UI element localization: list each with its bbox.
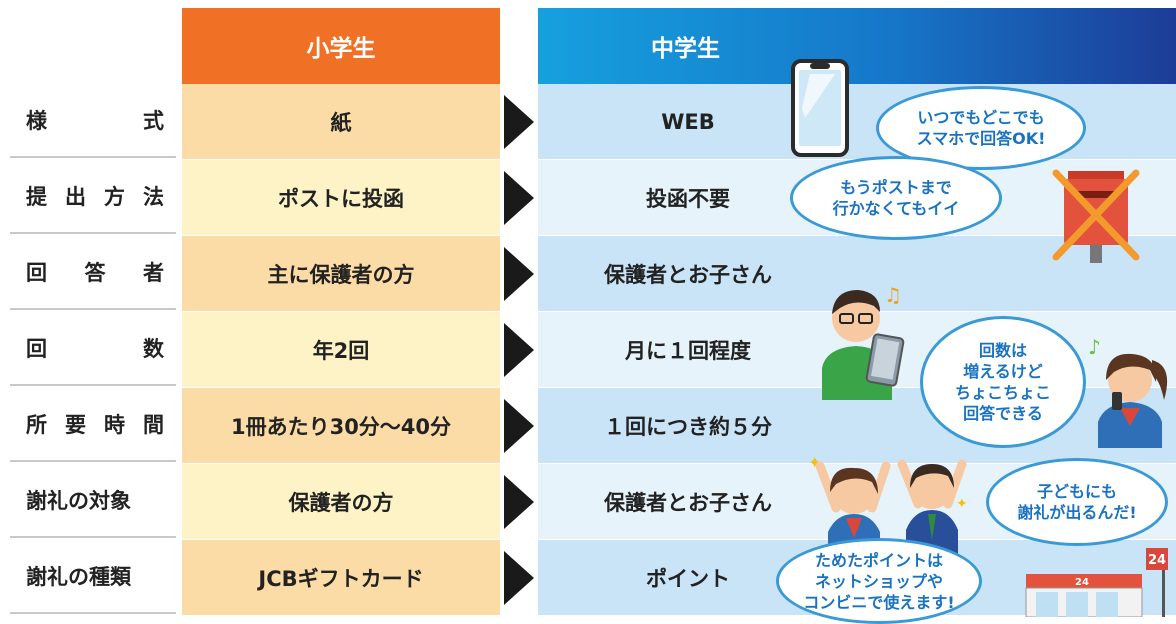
bubble-count: 回数は増えるけどちょこちょこ回答できる: [920, 316, 1086, 448]
bubble-line: 回答できる: [963, 404, 1043, 423]
junior-high-cell-text: 保護者とお子さん: [604, 262, 772, 287]
row-label-part: 謝礼の対象: [26, 489, 131, 513]
junior-high-cell-text: ポイント: [646, 566, 730, 591]
bubble-line: ちょこちょこ: [954, 383, 1051, 402]
junior-high-cell-text: WEB: [661, 109, 715, 134]
junior-high-cell-text: 投函不要: [646, 186, 730, 211]
row-label: 謝礼の種類: [10, 540, 176, 614]
header-junior-high: 中学生: [538, 8, 1176, 84]
elementary-cell: 紙: [182, 84, 500, 159]
row-label-part: 様: [26, 109, 47, 133]
store-sign-text: 24: [1148, 553, 1166, 568]
cheering-kids-illustration: ✦ ✦: [808, 453, 968, 560]
arrow-right-icon: [504, 399, 534, 453]
arrow-right-icon: [504, 95, 534, 149]
bubble-line: 子どもにも: [1036, 482, 1117, 501]
bubble-line: 増えるけど: [963, 362, 1043, 381]
bubble-line: スマホで回答OK!: [916, 129, 1046, 148]
bubble-line: コンビニで使えます!: [803, 592, 955, 612]
elementary-cell: 主に保護者の方: [182, 236, 500, 311]
row-label: 所要時間: [10, 388, 176, 462]
elementary-cell: ポストに投函: [182, 160, 500, 235]
girl-with-phone-illustration: ♪: [1088, 335, 1168, 448]
bubble-post: もうポストまで行かなくてもイイ: [790, 156, 1002, 240]
arrow-right-icon: [504, 475, 534, 529]
header-elementary: 小学生: [182, 8, 500, 84]
row-label-part: 所: [26, 413, 47, 437]
elementary-cell: 年2回: [182, 312, 500, 387]
arrow-right-icon: [504, 247, 534, 301]
row-label-part: 出: [65, 185, 86, 209]
row-label: 回答者: [10, 236, 176, 310]
row-label-part: 方: [104, 185, 125, 209]
convenience-store-illustration: 24 24: [1025, 548, 1168, 617]
arrow-right-icon: [504, 171, 534, 225]
smartphone-icon: [791, 59, 849, 157]
row-label-part: 法: [143, 185, 164, 209]
bubble-points: ためたポイントはネットショップやコンビニで使えます!: [776, 538, 982, 624]
bubble-line: もうポストまで: [840, 178, 952, 197]
svg-text:♪: ♪: [1088, 335, 1101, 359]
table-row: 回 答 者主に保護者の方 保護者とお子さん: [0, 236, 1176, 312]
bubble-line: ためたポイントは: [814, 550, 943, 570]
bubble-line: いつでもどこでも: [917, 108, 1045, 127]
junior-high-cell-text: １回につき約５分: [604, 414, 772, 439]
elementary-cell: 1冊あたり30分～40分: [182, 388, 500, 463]
row-label-part: 間: [143, 413, 164, 437]
store-roof-text: 24: [1075, 577, 1089, 588]
bubble-line: 行かなくてもイイ: [832, 199, 960, 218]
bubble-reward: 子どもにも謝礼が出るんだ!: [986, 458, 1168, 546]
bubble-line: 謝礼が出るんだ!: [1017, 503, 1137, 522]
row-label: 回数: [10, 312, 176, 386]
row-label-part: 回: [26, 337, 47, 361]
elementary-cell: 保護者の方: [182, 464, 500, 539]
arrow-right-icon: [504, 323, 534, 377]
postbox-crossed-icon: [1052, 169, 1140, 263]
row-label-part: 回: [26, 261, 47, 285]
row-label-part: 式: [143, 109, 164, 133]
row-label-part: 者: [143, 261, 164, 285]
row-label-part: 要: [65, 413, 86, 437]
row-label-part: 答: [84, 261, 106, 285]
junior-high-cell-text: 月に１回程度: [625, 338, 751, 363]
row-label-part: 時: [104, 413, 125, 437]
row-label: 様式: [10, 84, 176, 158]
row-label-part: 謝礼の種類: [26, 565, 131, 589]
elementary-cell: JCBギフトカード: [182, 540, 500, 615]
row-label-part: 提: [26, 185, 47, 209]
bubble-line: 回数は: [978, 341, 1027, 360]
table-row: 謝礼の種類 JCBギフトカード ポイント: [0, 540, 1176, 616]
row-label: 謝礼の対象: [10, 464, 176, 538]
bubble-line: ネットショップや: [814, 571, 943, 591]
arrow-right-icon: [504, 551, 534, 605]
row-label-part: 数: [143, 337, 164, 361]
parent-with-tablet-illustration: ♫: [822, 283, 905, 400]
junior-high-cell-text: 保護者とお子さん: [604, 490, 772, 515]
svg-text:✦: ✦: [956, 496, 968, 512]
svg-text:♫: ♫: [884, 283, 902, 307]
row-label: 提出方法: [10, 160, 176, 234]
